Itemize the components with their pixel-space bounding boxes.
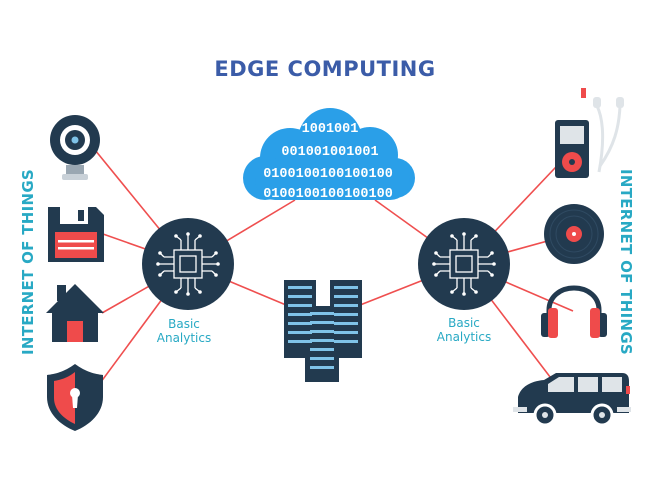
processor-hub-right-icon bbox=[418, 218, 510, 310]
van-icon bbox=[513, 373, 631, 427]
cloud-binary-line-4: 0100100100100100 bbox=[263, 187, 393, 202]
cloud-icon: 1001001 001001001001 0100100100100100 01… bbox=[243, 108, 415, 202]
hub-label-left: Basic Analytics bbox=[134, 317, 234, 345]
diagram-title: EDGE COMPUTING bbox=[214, 57, 436, 81]
house-icon bbox=[46, 284, 104, 342]
processor-hub-left-icon bbox=[142, 218, 234, 310]
webcam-icon bbox=[50, 115, 100, 180]
side-label-left: INTERNET OF THINGS bbox=[19, 168, 37, 356]
hub-label-right-line1: Basic bbox=[448, 316, 480, 330]
cloud-binary-line-2: 001001001001 bbox=[281, 145, 378, 160]
headphones-icon bbox=[541, 285, 607, 338]
security-shield-icon bbox=[47, 364, 103, 431]
floppy-disk-icon bbox=[48, 207, 104, 262]
hub-label-right: Basic Analytics bbox=[414, 316, 514, 344]
side-label-right: INTERNET OF THINGS bbox=[617, 168, 635, 356]
music-player-icon bbox=[555, 88, 624, 178]
hub-label-left-line2: Analytics bbox=[156, 331, 212, 345]
hub-label-left-line1: Basic bbox=[168, 317, 200, 331]
server-icon bbox=[284, 280, 362, 382]
vinyl-record-icon bbox=[544, 204, 604, 264]
cloud-binary-line-1: 1001001 bbox=[302, 122, 359, 137]
cloud-binary-line-3: 0100100100100100 bbox=[263, 167, 393, 182]
hub-label-right-line2: Analytics bbox=[436, 330, 492, 344]
